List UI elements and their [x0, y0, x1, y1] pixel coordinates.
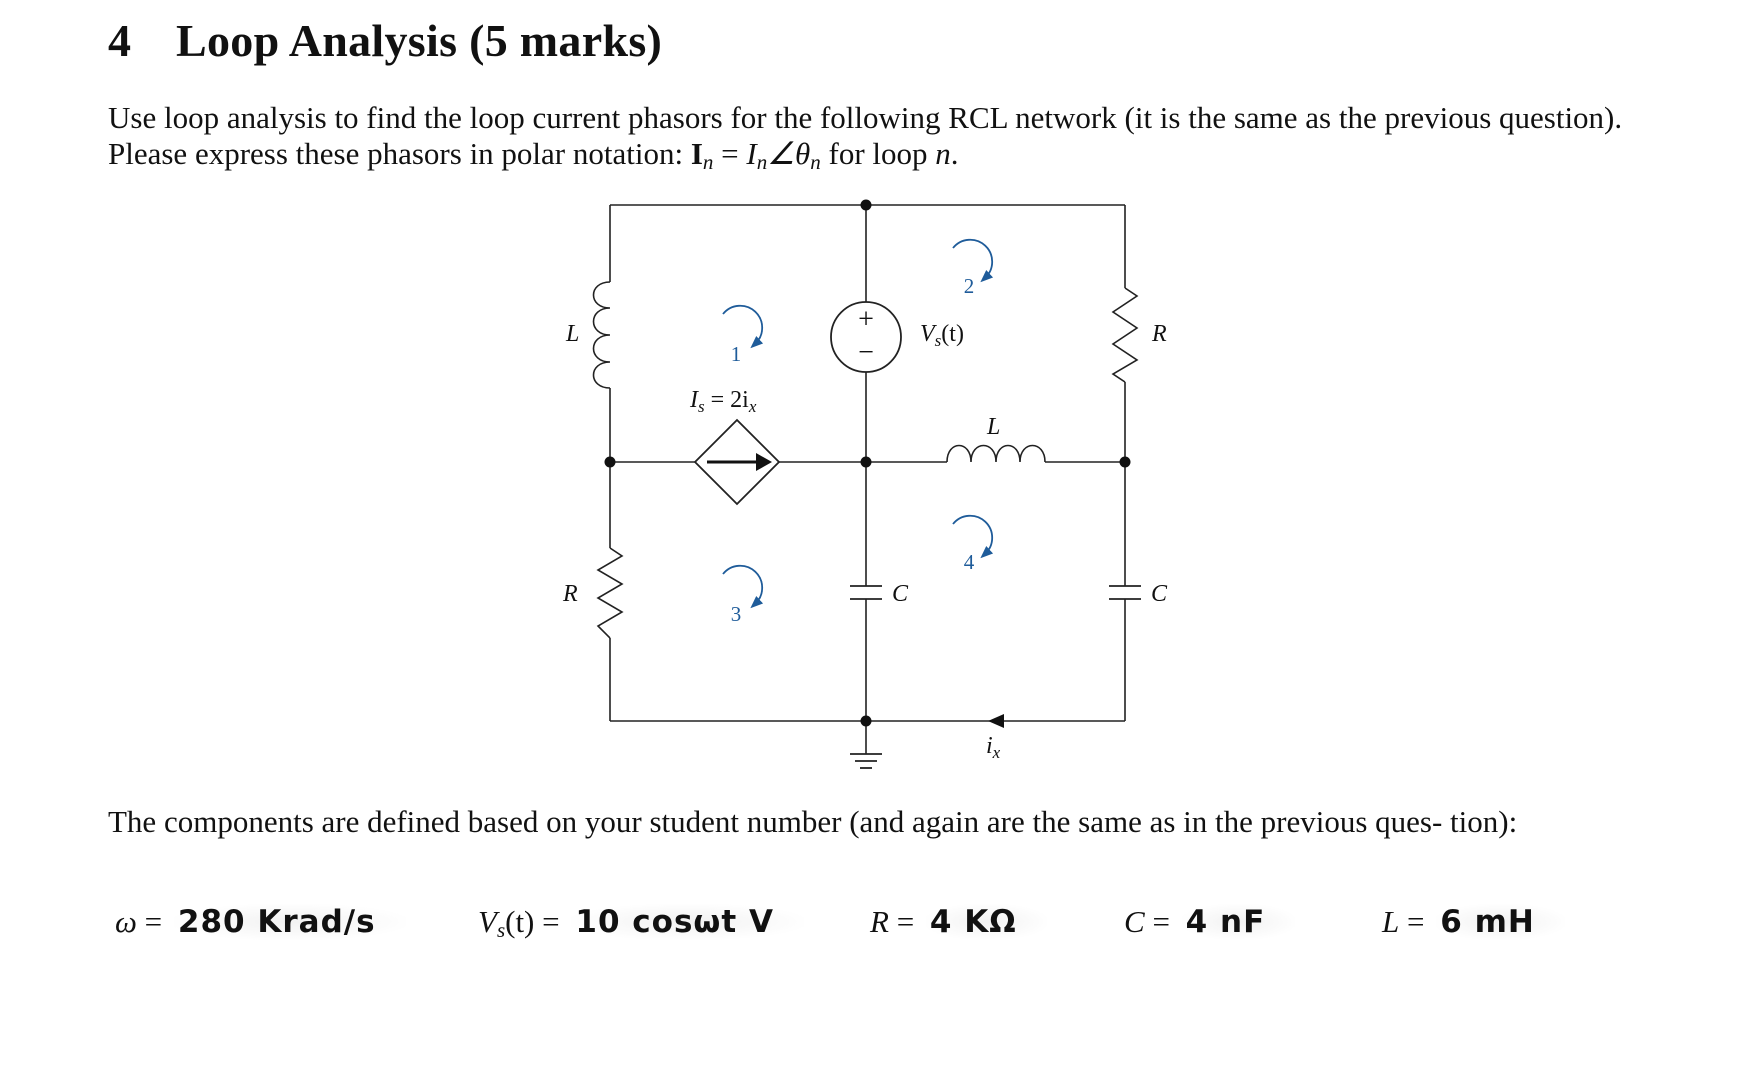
- right-capacitor-plates: [1109, 585, 1141, 600]
- mid-inductor-label: L: [986, 414, 1000, 440]
- intro-text: Use loop analysis to find the loop curre…: [108, 100, 1623, 171]
- formula-equals: =: [713, 136, 747, 171]
- vs-arg: (t): [505, 904, 535, 939]
- current-direction-arrow: [756, 453, 772, 471]
- c-handwritten: 4 nF: [1181, 904, 1296, 940]
- r-equals: =: [888, 904, 922, 939]
- current-source-label: Is = 2ix: [689, 387, 757, 416]
- ix-arrow: [988, 714, 1004, 728]
- right-resistor-zigzag: [1111, 287, 1139, 383]
- loop-2-label: 2: [964, 274, 975, 298]
- left-inductor-coil: [592, 281, 611, 389]
- omega-handwritten: 280 Krad/s: [173, 904, 406, 940]
- angle-subscript: n: [810, 150, 821, 174]
- dependent-current-source: [693, 418, 781, 506]
- l-equals: =: [1399, 904, 1433, 939]
- right-resistor-label: R: [1151, 321, 1167, 347]
- left-inductor-label: L: [565, 321, 579, 347]
- angle-symbol: ∠θ: [767, 136, 811, 171]
- section-heading: 4 Loop Analysis (5 marks): [108, 14, 662, 67]
- section-number: 4: [108, 15, 132, 66]
- node-dots: [604, 199, 1131, 727]
- loop-variable: n: [935, 136, 951, 171]
- section-title: Loop Analysis (5 marks): [176, 15, 663, 66]
- c-equals: =: [1144, 904, 1178, 939]
- left-resistor-zigzag: [596, 547, 624, 639]
- voltage-source-label: Vs(t): [920, 321, 964, 350]
- loop-2-arrow: [952, 238, 994, 283]
- mid-inductor-coil: [946, 444, 1046, 463]
- r-value: R = 4 KΩ: [870, 900, 1047, 944]
- left-resistor-label: R: [562, 581, 578, 607]
- intro-text-2: for loop: [820, 136, 936, 171]
- loop-4-label: 4: [964, 550, 975, 574]
- magnitude-symbol: I: [746, 136, 757, 171]
- vs-subscript: s: [496, 918, 506, 942]
- c-symbol: C: [1124, 904, 1145, 939]
- ground-symbol: [850, 753, 882, 769]
- r-symbol: R: [870, 904, 889, 939]
- ix-label: ix: [986, 733, 1001, 762]
- loop-3-arrow: [722, 564, 764, 609]
- wires: [609, 204, 1126, 754]
- vs-symbol: V: [478, 904, 497, 939]
- magnitude-subscript: n: [756, 150, 768, 174]
- c-value: C = 4 nF: [1124, 900, 1296, 944]
- vs-equals: =: [534, 904, 568, 939]
- loop-3-label: 3: [731, 602, 742, 626]
- voltage-plus-sign: +: [858, 304, 874, 335]
- l-symbol: L: [1382, 904, 1400, 939]
- loop-4-arrow: [952, 514, 994, 559]
- phasor-symbol: I: [690, 136, 703, 171]
- vs-value: Vs(t) = 10 cosωt V: [478, 900, 804, 944]
- mid-capacitor-plates: [850, 585, 882, 600]
- r-handwritten: 4 KΩ: [925, 904, 1047, 940]
- components-paragraph: The components are defined based on your…: [108, 804, 1518, 839]
- omega-equals: =: [136, 904, 170, 939]
- mid-capacitor-label: C: [892, 581, 909, 607]
- loop-1-arrow: [722, 304, 764, 349]
- l-handwritten: 6 mH: [1436, 904, 1565, 940]
- right-capacitor-label: C: [1151, 581, 1168, 607]
- intro-paragraph: Use loop analysis to find the loop curre…: [108, 100, 1668, 174]
- phasor-subscript: n: [702, 150, 714, 174]
- intro-period: .: [950, 136, 959, 171]
- omega-symbol: ω: [115, 904, 137, 939]
- vs-handwritten: 10 cosωt V: [571, 904, 804, 940]
- loop-1-label: 1: [731, 342, 742, 366]
- voltage-minus-sign: −: [858, 337, 874, 368]
- l-value: L = 6 mH: [1382, 900, 1565, 944]
- omega-value: ω = 280 Krad/s: [115, 900, 406, 944]
- circuit-diagram: + − 1 2 3 4 L R R L C C Is = 2ix Vs(t) i…: [562, 199, 1168, 769]
- voltage-source: + −: [830, 301, 902, 373]
